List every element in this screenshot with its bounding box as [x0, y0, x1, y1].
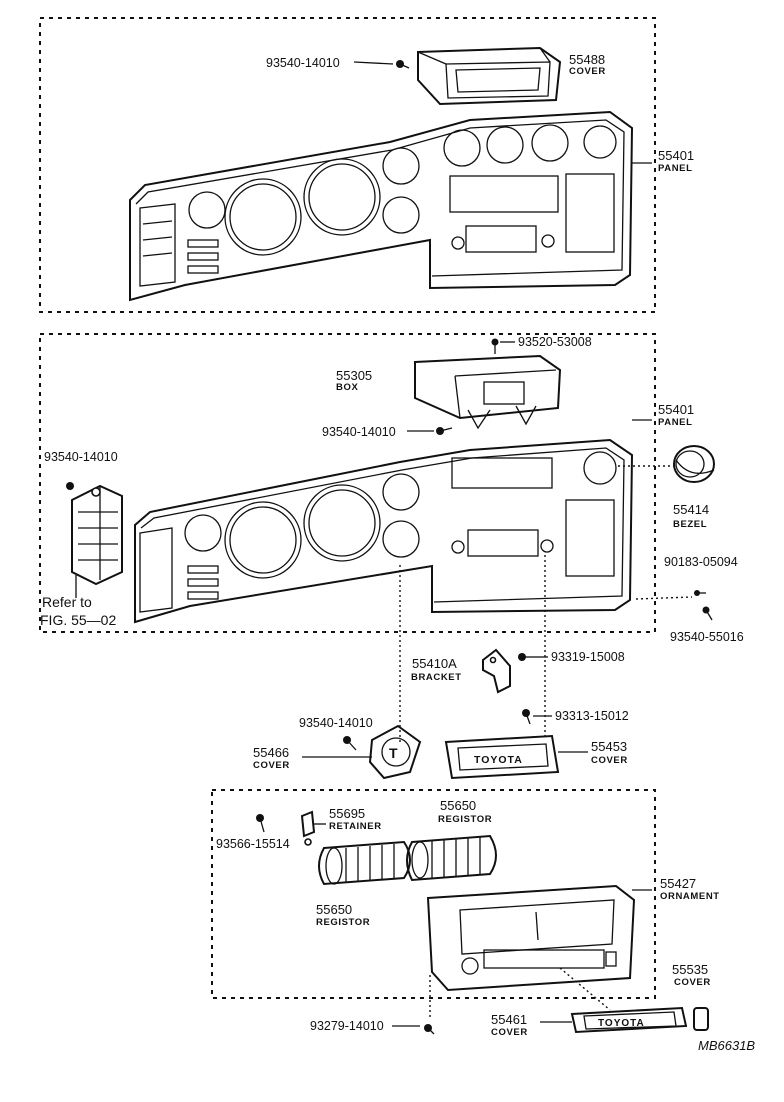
retainer-number: 55695 [329, 806, 365, 821]
bottom-section-frame [211, 789, 656, 999]
box-number: 55305 [336, 368, 372, 383]
toyota-cover-part: TOYOTA [444, 734, 560, 780]
top-panel-number: 55401 [658, 148, 694, 163]
top-screw-icon [396, 60, 410, 69]
bottom-cover-number: 55461 [491, 1012, 527, 1027]
box-name: BOX [336, 382, 358, 393]
small-cover-name: COVER [674, 977, 711, 988]
registor-part-right [406, 834, 497, 882]
bracket-name: BRACKET [411, 672, 462, 683]
leader-line [353, 61, 394, 65]
bracket-part [482, 648, 511, 694]
bezel-name: BEZEL [673, 519, 707, 530]
horn-cover-name: COVER [253, 760, 290, 771]
bracket-screw-icon [518, 653, 532, 661]
box-screw2-icon [436, 427, 453, 435]
ornament-name: ORNAMENT [660, 891, 720, 902]
retainer-screw-label: 93566-15514 [216, 837, 290, 851]
pin-screw-label: 93540-55016 [670, 630, 744, 644]
leader-line [635, 596, 693, 600]
middle-panel-number: 55401 [658, 402, 694, 417]
pin-label: 90183-05094 [664, 555, 738, 569]
registor-part-left [318, 840, 411, 886]
registor-top-name: REGISTOR [438, 814, 492, 825]
small-cover-part [693, 1007, 709, 1031]
bezel-part [673, 445, 715, 483]
top-cover-number: 55488 [569, 52, 605, 67]
box-screw-icon [491, 338, 499, 354]
toyota-emblem-2: TOYOTA [598, 1018, 645, 1029]
horn-cover-number: 55466 [253, 745, 289, 760]
middle-panel-name: PANEL [658, 417, 693, 428]
toyota-cover-number: 55453 [591, 739, 627, 754]
box-part [414, 354, 562, 430]
registor-top-number: 55650 [440, 798, 476, 813]
pin-icon [694, 590, 706, 596]
horn-cover-part: T [368, 724, 422, 780]
ornament-part [426, 884, 636, 992]
diagram-code: MB6631B [698, 1038, 755, 1053]
refer-figure: FIG. 55—02 [40, 612, 116, 628]
bottom-cover-name: COVER [491, 1027, 528, 1038]
bracket-screw2-icon [522, 709, 531, 725]
box-screw2-label: 93540-14010 [322, 425, 396, 439]
bottom-screw-icon [424, 1024, 435, 1035]
retainer-part [300, 810, 316, 846]
pin-screw-icon [702, 606, 713, 621]
bracket-screw-label: 93319-15008 [551, 650, 625, 664]
toyota-cover-name: COVER [591, 755, 628, 766]
bezel-number: 55414 [673, 502, 709, 517]
middle-section [39, 333, 715, 745]
top-panel-name: PANEL [658, 163, 693, 174]
top-cover-part [417, 46, 562, 106]
toyota-emblem: TOYOTA [474, 754, 523, 766]
middle-section-frame [39, 333, 656, 633]
top-panel-part [129, 110, 634, 302]
bracket-number: 55410A [412, 656, 457, 671]
middle-panel-part [134, 438, 634, 624]
retainer-screw-icon [256, 814, 265, 833]
small-cover-number: 55535 [672, 962, 708, 977]
top-section [39, 17, 656, 313]
retainer-name: RETAINER [329, 821, 382, 832]
bracket-screw2-label: 93313-15012 [555, 709, 629, 723]
bottom-section [211, 789, 656, 1020]
box-screw-label: 93520-53008 [518, 335, 592, 349]
registor-bottom-name: REGISTOR [316, 917, 370, 928]
ornament-number: 55427 [660, 876, 696, 891]
connector-line [559, 967, 611, 1011]
refer-text: Refer to [42, 594, 92, 610]
horn-emblem: T [389, 745, 398, 761]
top-screw-label: 93540-14010 [266, 56, 340, 70]
left-screw-icon [66, 482, 74, 490]
top-section-frame [39, 17, 656, 313]
bottom-screw-label: 93279-14010 [310, 1019, 384, 1033]
registor-bottom-number: 55650 [316, 902, 352, 917]
horn-screw-label: 93540-14010 [299, 716, 373, 730]
left-screw-label: 93540-14010 [44, 450, 118, 464]
top-cover-name: COVER [569, 66, 606, 77]
horn-screw-icon [343, 736, 357, 751]
left-vent-part [71, 484, 123, 586]
bottom-cover-part: TOYOTA [570, 1006, 688, 1034]
